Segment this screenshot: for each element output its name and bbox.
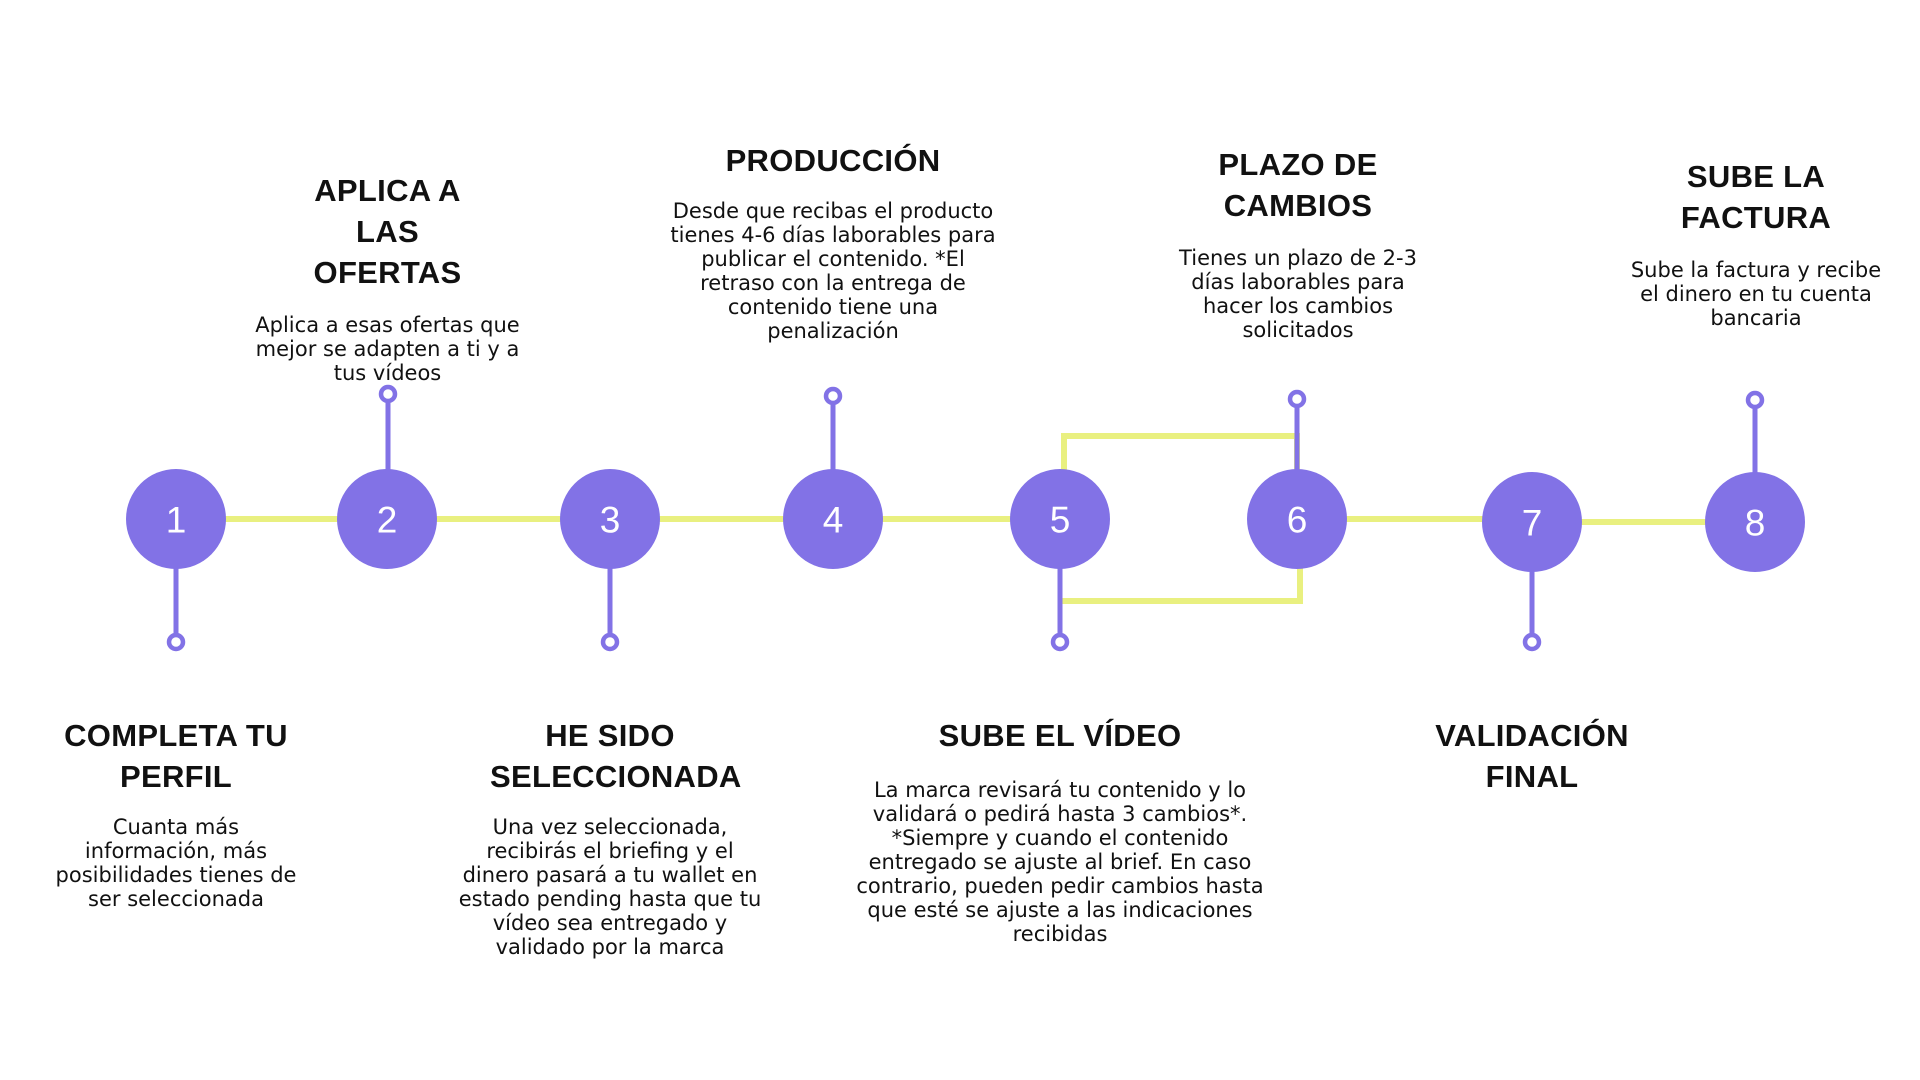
step-8-block: SUBE LA FACTURA Sube la factura y recibe…	[1625, 156, 1887, 330]
pin-down-7	[1522, 560, 1542, 652]
step-3-title: HE SIDO SELECCIONADA	[490, 718, 742, 794]
step-circle-4: 4	[783, 469, 883, 569]
step-number-7: 7	[1522, 503, 1543, 544]
step-6-title: PLAZO DE CAMBIOS	[1218, 147, 1378, 223]
step-8-title: SUBE LA FACTURA	[1680, 159, 1832, 235]
step-number-4: 4	[823, 500, 844, 541]
pins	[166, 384, 1765, 652]
step-number-6: 6	[1287, 500, 1308, 541]
step-3-block: HE SIDO SELECCIONADA Una vez seleccionad…	[450, 715, 770, 959]
connector-5-6-loop-top	[1061, 433, 1300, 470]
step-6-block: PLAZO DE CAMBIOS Tienes un plazo de 2-3 …	[1167, 144, 1429, 342]
step-4-title: PRODUCCIÓN	[725, 143, 941, 178]
step-5-title: SUBE EL VÍDEO	[938, 718, 1182, 753]
step-number-3: 3	[600, 500, 621, 541]
step-3-description: Una vez seleccionada, recibirás el brief…	[458, 815, 762, 959]
step-7-block: VALIDACIÓN FINAL	[1412, 715, 1652, 815]
pin-down-5	[1050, 560, 1070, 652]
connector-5-6-loop-bottom	[1060, 552, 1303, 604]
pin-up-2	[378, 384, 398, 478]
step-1-block: COMPLETA TU PERFIL Cuanta más informació…	[46, 715, 306, 911]
pin-down-1	[166, 560, 186, 652]
step-circle-8: 8	[1705, 472, 1805, 572]
step-circle-7: 7	[1482, 472, 1582, 572]
step-1-description: Cuanta más información, más posibilidade…	[55, 815, 297, 911]
step-4-description: Desde que recibas el producto tienes 4-6…	[670, 199, 996, 343]
step-circle-3: 3	[560, 469, 660, 569]
step-2-title: APLICA A LAS OFERTAS	[313, 173, 462, 290]
step-5-description: La marca revisará tu contenido y lo vali…	[856, 778, 1264, 946]
step-6-description: Tienes un plazo de 2-3 días laborables p…	[1179, 246, 1417, 342]
step-5-block: SUBE EL VÍDEO La marca revisará tu conte…	[835, 715, 1285, 946]
step-circle-6: 6	[1247, 469, 1347, 569]
pin-up-8	[1745, 390, 1765, 481]
step-4-block: PRODUCCIÓN Desde que recibas el producto…	[668, 140, 998, 343]
step-1-title: COMPLETA TU PERFIL	[64, 718, 288, 794]
step-circle-5: 5	[1010, 469, 1110, 569]
step-number-8: 8	[1745, 503, 1766, 544]
step-number-1: 1	[166, 500, 187, 541]
step-circle-1: 1	[126, 469, 226, 569]
step-circle-2: 2	[337, 469, 437, 569]
step-circles: 1 2 3 4 5 6 7 8	[126, 469, 1805, 572]
step-8-description: Sube la factura y recibe el dinero en tu…	[1630, 258, 1882, 330]
pin-up-6	[1287, 389, 1307, 478]
pin-up-4	[823, 386, 843, 478]
step-2-block: APLICA A LAS OFERTAS Aplica a esas ofert…	[255, 170, 520, 385]
pin-down-3	[600, 560, 620, 652]
step-2-description: Aplica a esas ofertas que mejor se adapt…	[255, 313, 520, 385]
step-number-5: 5	[1050, 500, 1071, 541]
step-number-2: 2	[377, 500, 398, 541]
step-7-title: VALIDACIÓN FINAL	[1435, 718, 1629, 794]
